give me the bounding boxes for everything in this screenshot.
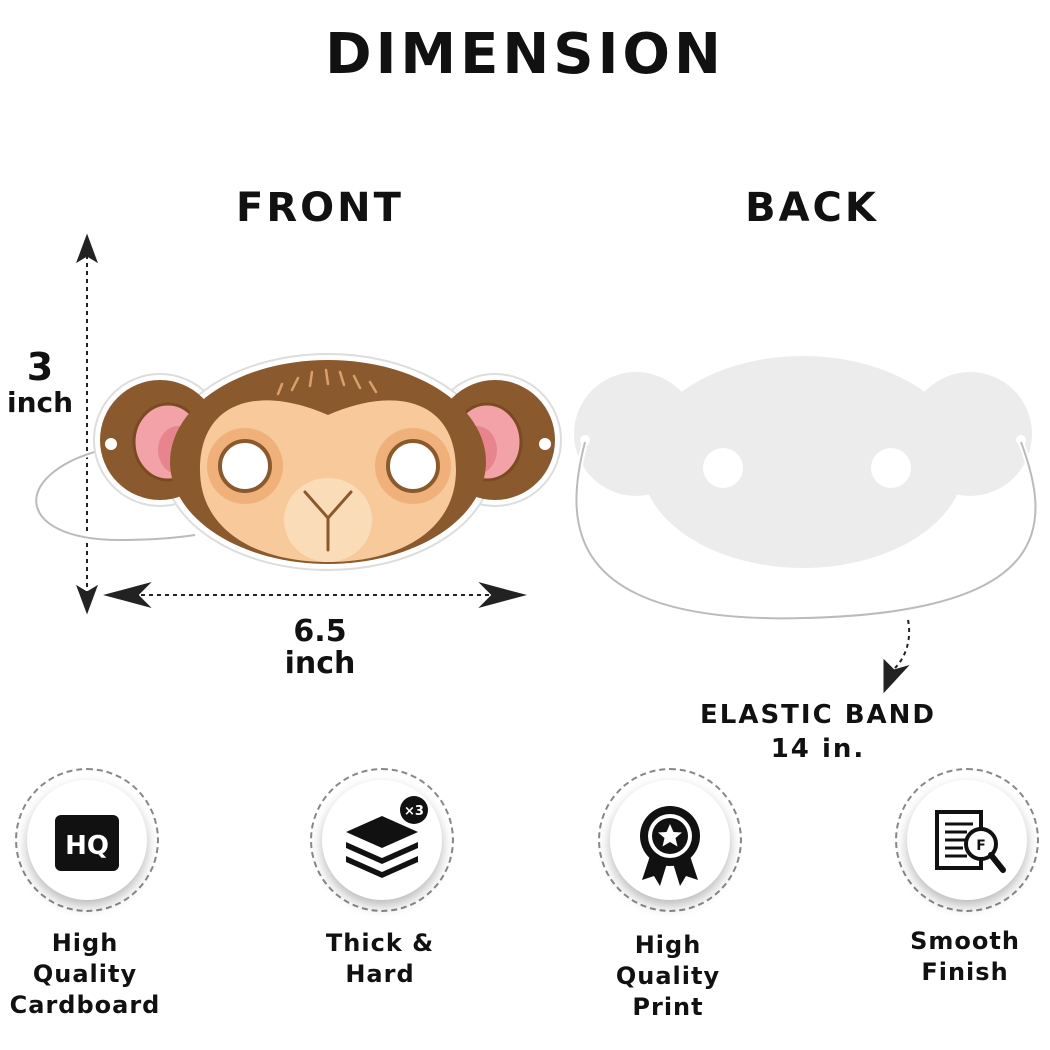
width-arrow (103, 582, 527, 608)
feature-circle: HQ (15, 768, 159, 912)
svg-text:F: F (976, 838, 986, 854)
hq-icon: HQ (55, 815, 119, 871)
feature-smooth-finish: F Smooth Finish (865, 768, 1050, 1008)
hq-icon-text: HQ (65, 831, 109, 861)
feature-circle: ×3 (310, 768, 454, 912)
height-value: 3 (26, 345, 54, 389)
feature-label: Smooth Finish (910, 927, 1020, 986)
elastic-band-label: ELASTIC BAND 14 in. (690, 700, 946, 764)
width-unit: inch (284, 645, 356, 681)
width-dimension: 6.5 inch (260, 616, 380, 679)
feature-circle (598, 768, 742, 912)
elastic-band-length: 14 in. (770, 734, 866, 764)
page-title: DIMENSION (325, 22, 725, 87)
height-dimension: 3 inch (0, 345, 80, 419)
monkey-mask-front (93, 353, 562, 571)
elastic-pointer-arrow (883, 619, 911, 694)
elastic-band-title: ELASTIC BAND (700, 700, 936, 730)
width-value: 6.5 (293, 614, 347, 649)
document-magnifier-icon: F (935, 810, 1006, 873)
layers-count-text: ×3 (404, 804, 424, 819)
layers-icon: ×3 (346, 796, 428, 878)
feature-label: High Quality Cardboard (9, 929, 161, 1019)
feature-hq-cardboard: HQ High Quality Cardboard (0, 768, 185, 1038)
mask-back (574, 356, 1032, 568)
front-label: FRONT (236, 185, 404, 231)
height-unit: inch (6, 385, 74, 419)
feature-thick-hard: ×3 Thick & Hard (280, 768, 480, 1008)
feature-hq-print: High Quality Print (568, 768, 768, 1038)
award-ribbon-icon (640, 806, 700, 886)
feature-label: Thick & Hard (325, 929, 435, 988)
back-label: BACK (745, 185, 879, 231)
feature-label: High Quality Print (615, 931, 721, 1021)
feature-circle: F (895, 768, 1039, 912)
height-arrow (76, 233, 98, 615)
